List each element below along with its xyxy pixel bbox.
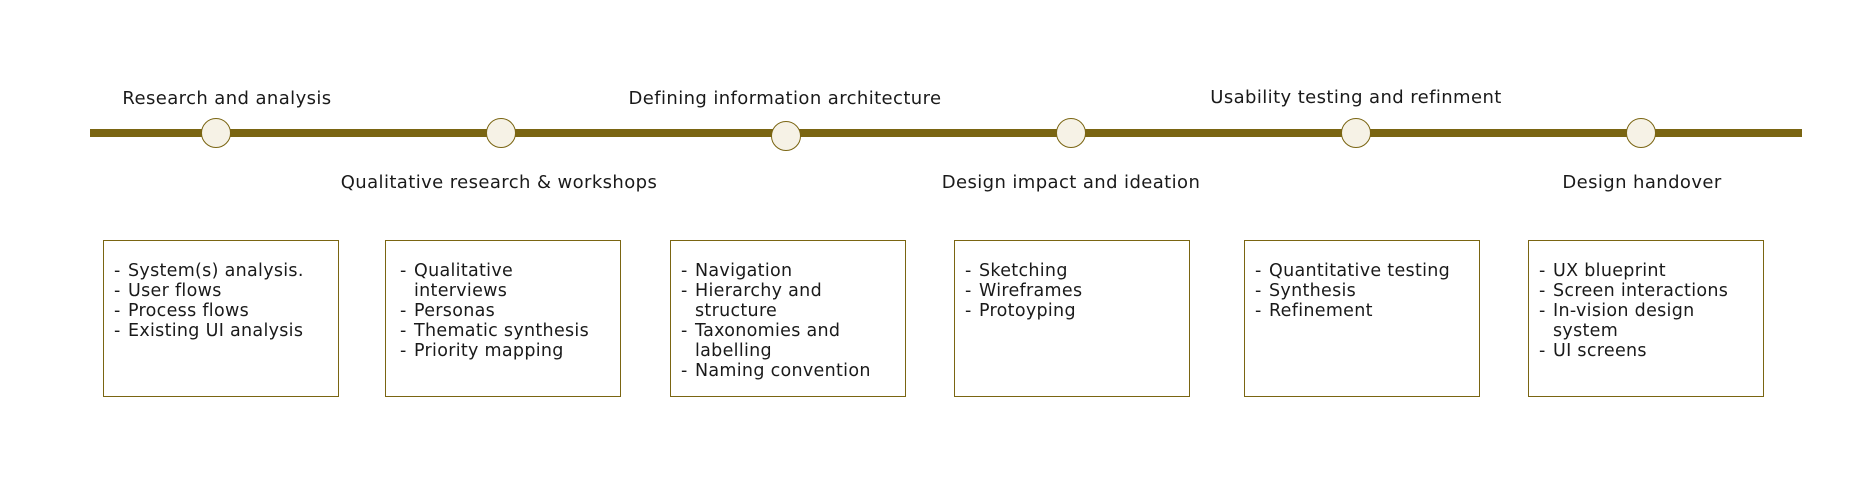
stage-label-information-architecture: Defining information architecture [628,88,942,109]
list-item: Sketching [965,261,1189,281]
list-item: Thematic synthesis [400,321,620,341]
stage-list: UX blueprint Screen interactions In-visi… [1539,261,1763,361]
stage-box-research: System(s) analysis. User flows Process f… [103,240,339,397]
list-item: Priority mapping [400,341,620,361]
list-item: Refinement [1255,301,1479,321]
list-item: Quantitative testing [1255,261,1479,281]
list-item: Personas [400,301,620,321]
timeline-node-5 [1341,118,1371,148]
stage-list: Sketching Wireframes Protoyping [965,261,1189,321]
stage-label-research: Research and analysis [122,88,332,109]
list-item: Screen interactions [1539,281,1763,301]
stage-box-information-architecture: Navigation Hierarchy and structure Taxon… [670,240,906,397]
timeline-line [90,129,1802,137]
timeline-node-4 [1056,118,1086,148]
list-item: Process flows [114,301,338,321]
stage-list: Navigation Hierarchy and structure Taxon… [681,261,905,381]
list-item: User flows [114,281,338,301]
timeline-node-6 [1626,118,1656,148]
list-item: Qualitative interviews [400,261,620,301]
stage-list: System(s) analysis. User flows Process f… [114,261,338,341]
list-item: Navigation [681,261,905,281]
stage-label-qualitative: Qualitative research & workshops [340,172,658,193]
list-item: In-vision design system [1539,301,1763,341]
stage-box-qualitative: Qualitative interviews Personas Thematic… [385,240,621,397]
list-item: Taxonomies and labelling [681,321,905,361]
stage-box-design-impact: Sketching Wireframes Protoyping [954,240,1190,397]
list-item: Synthesis [1255,281,1479,301]
list-item: UI screens [1539,341,1763,361]
list-item: System(s) analysis. [114,261,338,281]
stage-label-design-impact: Design impact and ideation [941,172,1201,193]
stage-list: Qualitative interviews Personas Thematic… [400,261,620,361]
stage-list: Quantitative testing Synthesis Refinemen… [1255,261,1479,321]
list-item: Existing UI analysis [114,321,338,341]
list-item: UX blueprint [1539,261,1763,281]
timeline-node-1 [201,118,231,148]
stage-label-usability: Usability testing and refinment [1210,87,1502,108]
list-item: Protoyping [965,301,1189,321]
timeline-node-2 [486,118,516,148]
stage-label-handover: Design handover [1562,172,1722,193]
list-item: Wireframes [965,281,1189,301]
timeline-node-3 [771,121,801,151]
list-item: Naming convention [681,361,905,381]
list-item: Hierarchy and structure [681,281,905,321]
stage-box-handover: UX blueprint Screen interactions In-visi… [1528,240,1764,397]
stage-box-usability: Quantitative testing Synthesis Refinemen… [1244,240,1480,397]
